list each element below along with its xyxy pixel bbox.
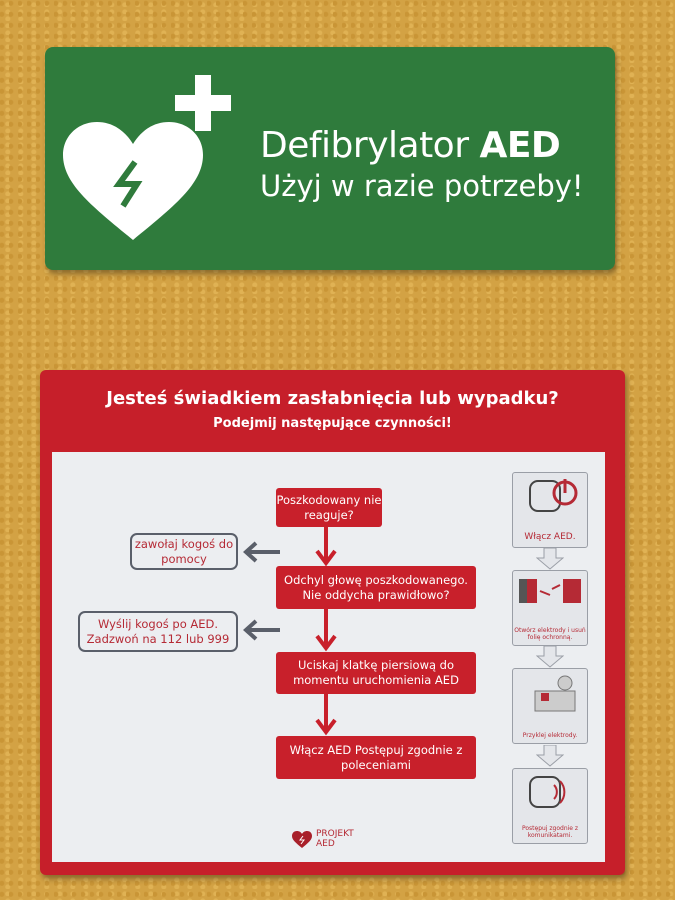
step-attach-pads: Przyklej elektrody. — [512, 668, 588, 744]
plus-icon — [175, 75, 231, 131]
step-turn-on: Włącz AED. — [512, 472, 588, 548]
step-open-pads: Otwórz elektrody i usuń folię ochronną. — [512, 570, 588, 646]
flow-step-3: Uciskaj klatkę piersiową do momentu uruc… — [276, 652, 476, 694]
instruction-panel: Poszkodowany nie reaguje? Odchyl głowę p… — [52, 452, 605, 862]
left-arrow-icon — [243, 541, 280, 563]
electrode-pads-icon — [519, 579, 581, 603]
step-arrow-icon — [536, 646, 564, 668]
flow-step-1: Poszkodowany nie reaguje? — [276, 488, 382, 527]
step-arrow-icon — [536, 745, 564, 767]
step-follow-prompts: Postępuj zgodnie z komunikatami. — [512, 768, 588, 844]
heading: Jesteś świadkiem zasłabnięcia lub wypadk… — [106, 388, 559, 409]
attach-pads-icon — [534, 675, 576, 712]
flow-step-4: Włącz AED Postępuj zgodnie z poleceniami — [276, 736, 476, 779]
down-arrow-icon — [315, 527, 337, 567]
down-arrow-icon — [315, 694, 337, 736]
down-arrow-icon — [315, 609, 337, 652]
step-arrow-icon — [536, 548, 564, 570]
side-note-1: zawołaj kogoś do pomocy — [130, 533, 238, 570]
side-note-2: Wyślij kogoś po AED. Zadzwoń na 112 lub … — [78, 611, 238, 652]
aed-power-icon — [529, 479, 578, 512]
heart-bolt-icon — [63, 122, 203, 240]
aed-sign: Defibrylator AED Użyj w razie potrzeby! — [45, 47, 615, 270]
subheading: Podejmij następujące czynności! — [213, 416, 452, 431]
aed-voice-icon — [529, 776, 566, 808]
sign-subtitle: Użyj w razie potrzeby! — [260, 169, 584, 203]
flow-step-2: Odchyl głowę poszkodowanego. Nie oddycha… — [276, 566, 476, 609]
left-arrow-icon — [243, 619, 280, 641]
heart-logo-icon — [292, 830, 312, 848]
instruction-sign: Jesteś świadkiem zasłabnięcia lub wypadk… — [40, 370, 625, 875]
sign-title: Defibrylator AED — [260, 125, 561, 166]
